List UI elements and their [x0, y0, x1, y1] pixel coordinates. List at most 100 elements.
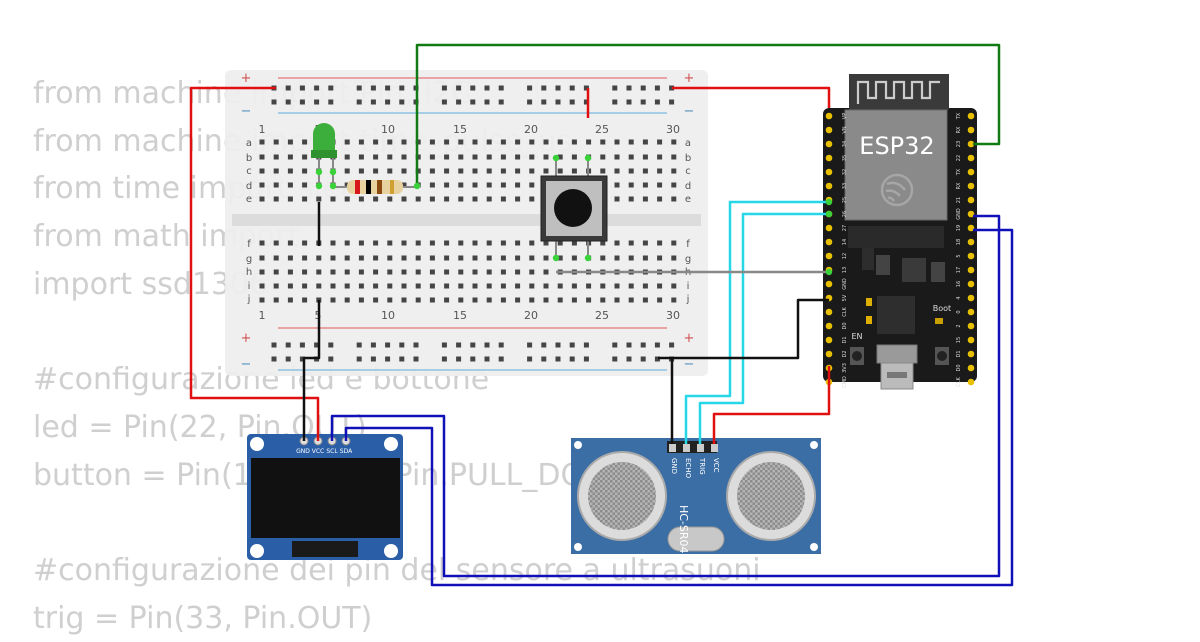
esp32-pin-label: 13: [842, 267, 848, 273]
sensor-pin-labels: GND ECHO TRIG VCC: [670, 457, 720, 479]
esp32-pin-label: 33: [842, 183, 848, 189]
col-number: 30: [666, 123, 680, 136]
esp32-pin: [825, 224, 833, 232]
connection-dot: [584, 154, 592, 162]
esp32-pin: [825, 252, 833, 260]
usb-port[interactable]: [876, 344, 918, 364]
esp32-pin-label: 21: [956, 197, 962, 203]
esp32-pin: [825, 182, 833, 190]
esp32-pin: [825, 308, 833, 316]
rail-minus-top-right: −: [684, 104, 695, 119]
esp32-pin-label: 2: [956, 324, 962, 327]
row-letter: d: [246, 181, 252, 192]
row-letter: e: [685, 194, 691, 205]
column-numbers-top: 1 5 10 15 20 25 30: [259, 123, 681, 136]
esp32-pin: [967, 238, 975, 246]
esp32-pin-label: VP: [842, 113, 848, 119]
esp32-pin-label: VN: [842, 126, 848, 133]
col-number: 1: [259, 309, 266, 322]
row-letter: i: [687, 281, 690, 292]
col-number: 10: [381, 309, 395, 322]
esp32-pin-label: GND: [842, 278, 848, 290]
esp32-pin-label: TX: [956, 112, 962, 120]
esp32-pin-label: D2: [842, 350, 848, 357]
connection-dot: [825, 210, 833, 218]
esp32-pin: [967, 294, 975, 302]
col-number: 10: [381, 123, 395, 136]
esp32-pin-label: 14: [842, 239, 848, 245]
esp32-pin-label: RX: [956, 182, 962, 189]
push-button[interactable]: [540, 158, 608, 258]
esp32-pin: [825, 154, 833, 162]
col-number: 25: [595, 123, 609, 136]
esp32-pin: [967, 196, 975, 204]
connection-dot: [552, 254, 560, 262]
esp32-pin-label: 32: [842, 169, 848, 175]
esp32-pin-label: 12: [842, 253, 848, 259]
esp32-pin-label: 25: [842, 197, 848, 203]
row-letter: j: [686, 294, 690, 305]
esp32-pin-label: 0: [956, 310, 962, 313]
boot-label: Boot: [933, 304, 951, 313]
esp32-pin-label: RX: [956, 126, 962, 133]
esp32-left-pins: VPVN34353233252627141213GND5VCLKD0D1D23V…: [825, 112, 848, 388]
row-letter: g: [685, 254, 691, 265]
wire-blue-sda: [344, 228, 1014, 587]
esp32-pin: [967, 210, 975, 218]
esp32-pin: [825, 126, 833, 134]
esp32-pin: [967, 168, 975, 176]
esp32-pin: [967, 266, 975, 274]
oled-pin-labels: GND VCC SCL SDA: [296, 448, 353, 455]
wire-black-oled-gnd: [302, 300, 321, 441]
esp32-pin: [825, 112, 833, 120]
esp32-pin-label: D1: [956, 350, 962, 357]
row-letter: i: [248, 281, 251, 292]
oled-pin-scl: SCL: [326, 448, 338, 455]
col-number: 15: [453, 309, 467, 322]
esp32-pin: [825, 322, 833, 330]
connection-dot: [825, 198, 833, 206]
esp32-pin: [967, 126, 975, 134]
wire-red-esp-rail: [672, 86, 831, 108]
sensor-pin-gnd: GND: [670, 458, 678, 474]
esp32-pin: [825, 336, 833, 344]
connection-dot: [825, 268, 833, 276]
row-letter: d: [685, 181, 691, 192]
sensor-pin-vcc: VCC: [712, 458, 720, 473]
transducer-left: [577, 451, 667, 541]
row-letter: j: [247, 294, 251, 305]
esp32-pin-label: 35: [842, 155, 848, 161]
esp32-pin-label: TX: [956, 168, 962, 176]
esp32-pin: [825, 280, 833, 288]
esp32-pin: [967, 154, 975, 162]
resistor: [333, 180, 417, 194]
esp32-pin-label: 16: [956, 281, 962, 287]
connection-points: [315, 154, 833, 276]
esp32-pin: [825, 350, 833, 358]
esp32-pin: [967, 112, 975, 120]
esp32-pin-label: GND: [956, 208, 962, 220]
row-letter: c: [246, 166, 252, 177]
col-number: 20: [524, 123, 538, 136]
sensor-pin-echo: ECHO: [684, 458, 692, 479]
rail-minus-bottom-left: −: [241, 357, 252, 372]
esp32-pin: [967, 280, 975, 288]
esp32-pin-label: D1: [842, 336, 848, 343]
esp32-pin: [825, 168, 833, 176]
esp32-board[interactable]: ESP32 EN Boot VPVN34353233252627141213GN…: [823, 74, 977, 390]
row-letter: b: [246, 153, 252, 164]
connection-dot: [413, 182, 421, 190]
esp32-pin: [967, 322, 975, 330]
ultrasonic-sensor: GND ECHO TRIG VCC HC-SR04: [571, 438, 821, 554]
col-number: 15: [453, 123, 467, 136]
esp32-pin-label: CLK: [956, 377, 962, 387]
col-number: 20: [524, 309, 538, 322]
oled-pin-sda: SDA: [340, 448, 353, 455]
esp32-pin: [967, 364, 975, 372]
col-number: 30: [666, 309, 680, 322]
col-number: 1: [259, 123, 266, 136]
esp32-pin-label: 4: [956, 296, 962, 299]
esp32-pin-label: 18: [956, 239, 962, 245]
antenna-icon: [856, 80, 940, 104]
esp32-pin: [967, 336, 975, 344]
